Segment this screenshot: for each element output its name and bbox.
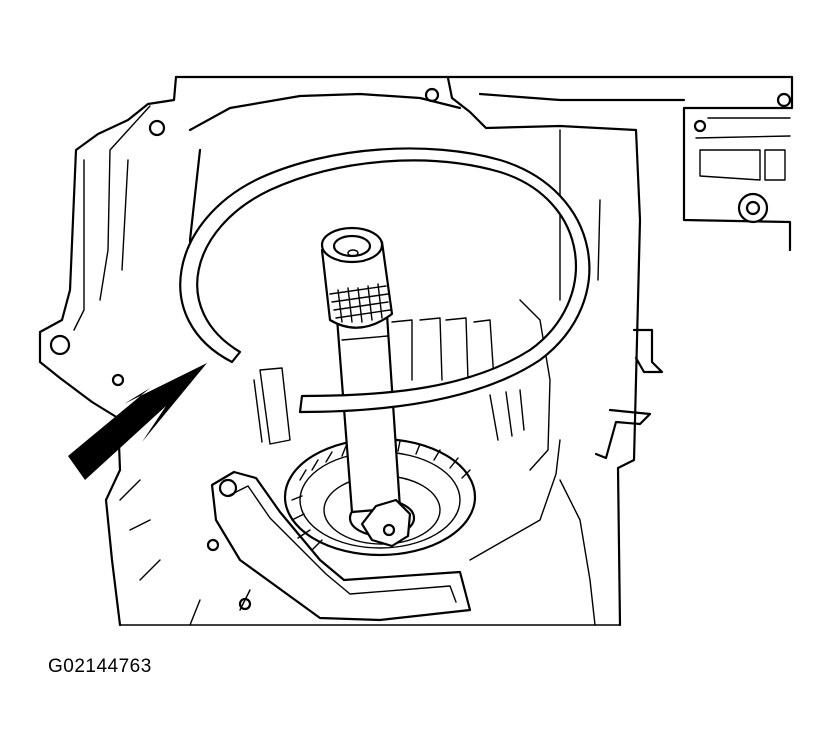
input-shaft bbox=[320, 226, 412, 548]
snap-ring bbox=[179, 147, 591, 414]
channel-plate bbox=[210, 439, 561, 622]
figure-id-label: G02144763 bbox=[48, 656, 152, 677]
clutch-plates bbox=[253, 317, 525, 445]
bolt-holes bbox=[49, 87, 792, 611]
arrow-icon bbox=[68, 363, 207, 480]
